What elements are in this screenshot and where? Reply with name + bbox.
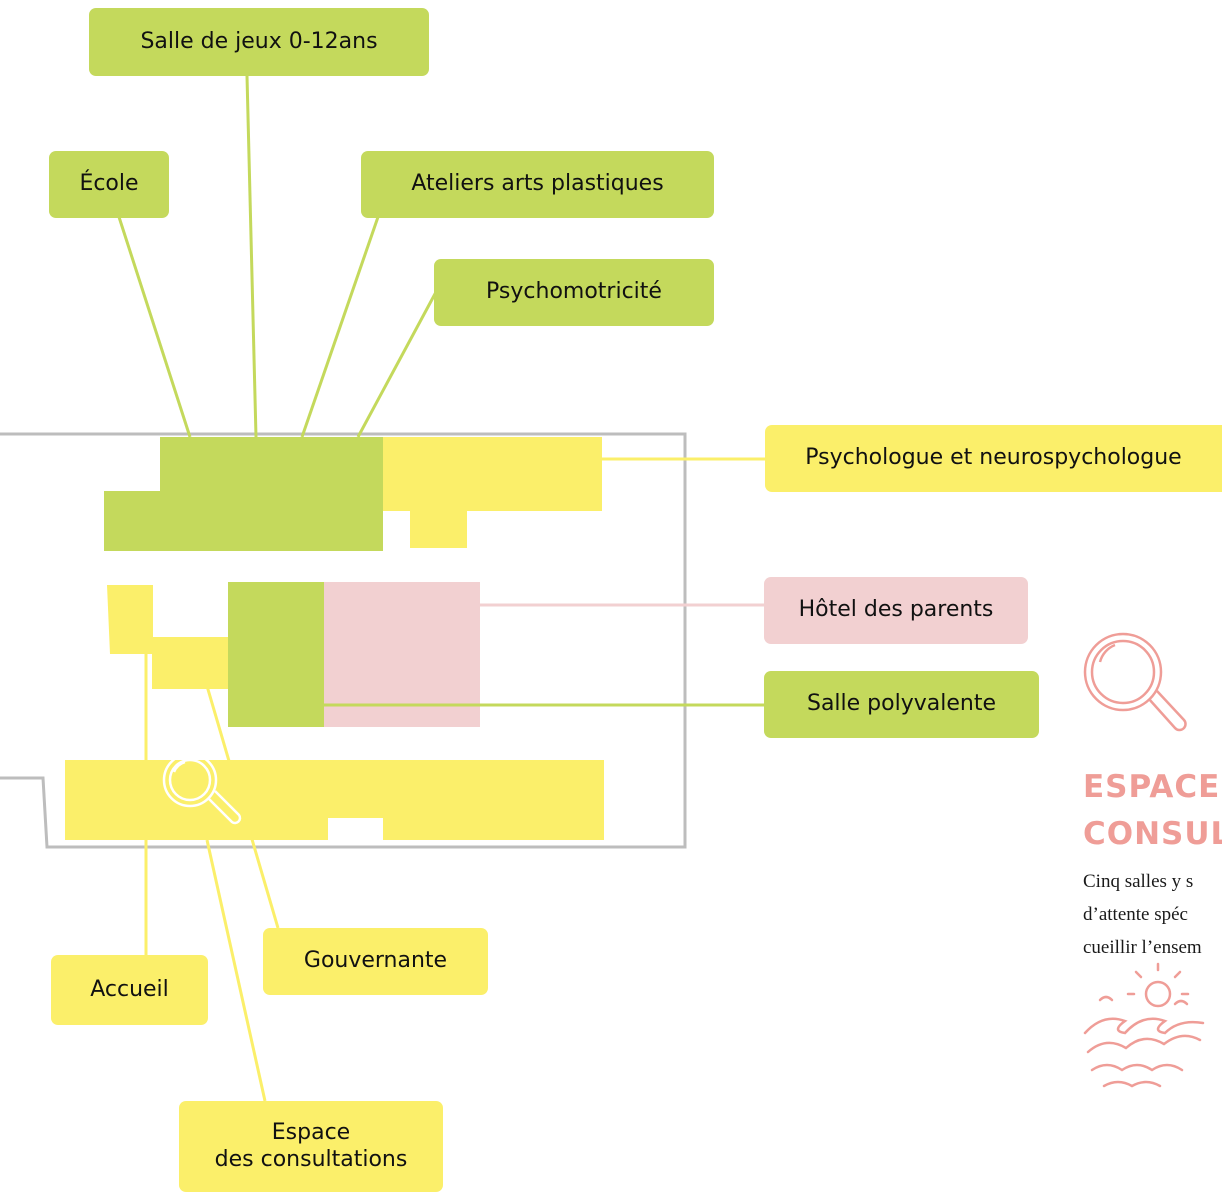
section-paragraph-line1: Cinq salles y s: [1083, 871, 1194, 892]
leader-line-salle-de-jeux: [245, 75, 258, 438]
label-ecole: École: [49, 151, 169, 218]
section-title: ESPACE CONSUL: [1083, 764, 1222, 858]
zone-hotel-parents: [324, 582, 480, 727]
magnifier-icon: [1083, 632, 1187, 732]
leader-line-consultations: [205, 839, 267, 1102]
label-ateliers-arts-plastiques: Ateliers arts plastiques: [361, 151, 714, 218]
label-salle-polyvalente: Salle polyvalente: [764, 671, 1039, 738]
sun-waves-icon: [1083, 962, 1205, 1088]
leader-line-ecole: [117, 216, 192, 438]
label-hotel-des-parents: Hôtel des parents: [764, 577, 1028, 644]
zone-consultations: [65, 760, 604, 840]
label-espace-line1: Espace: [271, 1120, 351, 1146]
zone-accueil: [107, 585, 153, 654]
label-espace-line2: des consultations: [214, 1146, 408, 1172]
section-paragraph-line2: d’attente spéc: [1083, 904, 1188, 925]
label-psychomotricite: Psychomotricité: [434, 259, 714, 326]
zone-green-top: [104, 437, 383, 551]
building-outline: [0, 432, 687, 849]
leader-line-gouvernante: [205, 685, 280, 929]
section-title-line2: CONSUL: [1083, 816, 1222, 852]
label-psychologue: Psychologue et neurospychologue: [765, 425, 1222, 492]
label-accueil: Accueil: [51, 955, 208, 1025]
section-paragraph-line3: cueillir l’ensem: [1083, 937, 1202, 958]
label-salle-de-jeux: Salle de jeux 0-12ans: [89, 8, 429, 76]
label-gouvernante: Gouvernante: [263, 928, 488, 995]
zone-gouvernante: [152, 637, 228, 689]
leader-line-ateliers: [300, 216, 380, 438]
section-title-line1: ESPACE: [1083, 769, 1221, 805]
leader-line-psychomotricite: [356, 291, 438, 438]
zone-yellow-top-right: [383, 437, 602, 548]
label-espace-des-consultations: Espace des consultations: [179, 1101, 443, 1192]
zone-salle-polyvalente: [228, 582, 324, 727]
magnifier-icon: [162, 752, 242, 825]
section-paragraph: Cinq salles y s d’attente spéc cueillir …: [1083, 865, 1222, 964]
